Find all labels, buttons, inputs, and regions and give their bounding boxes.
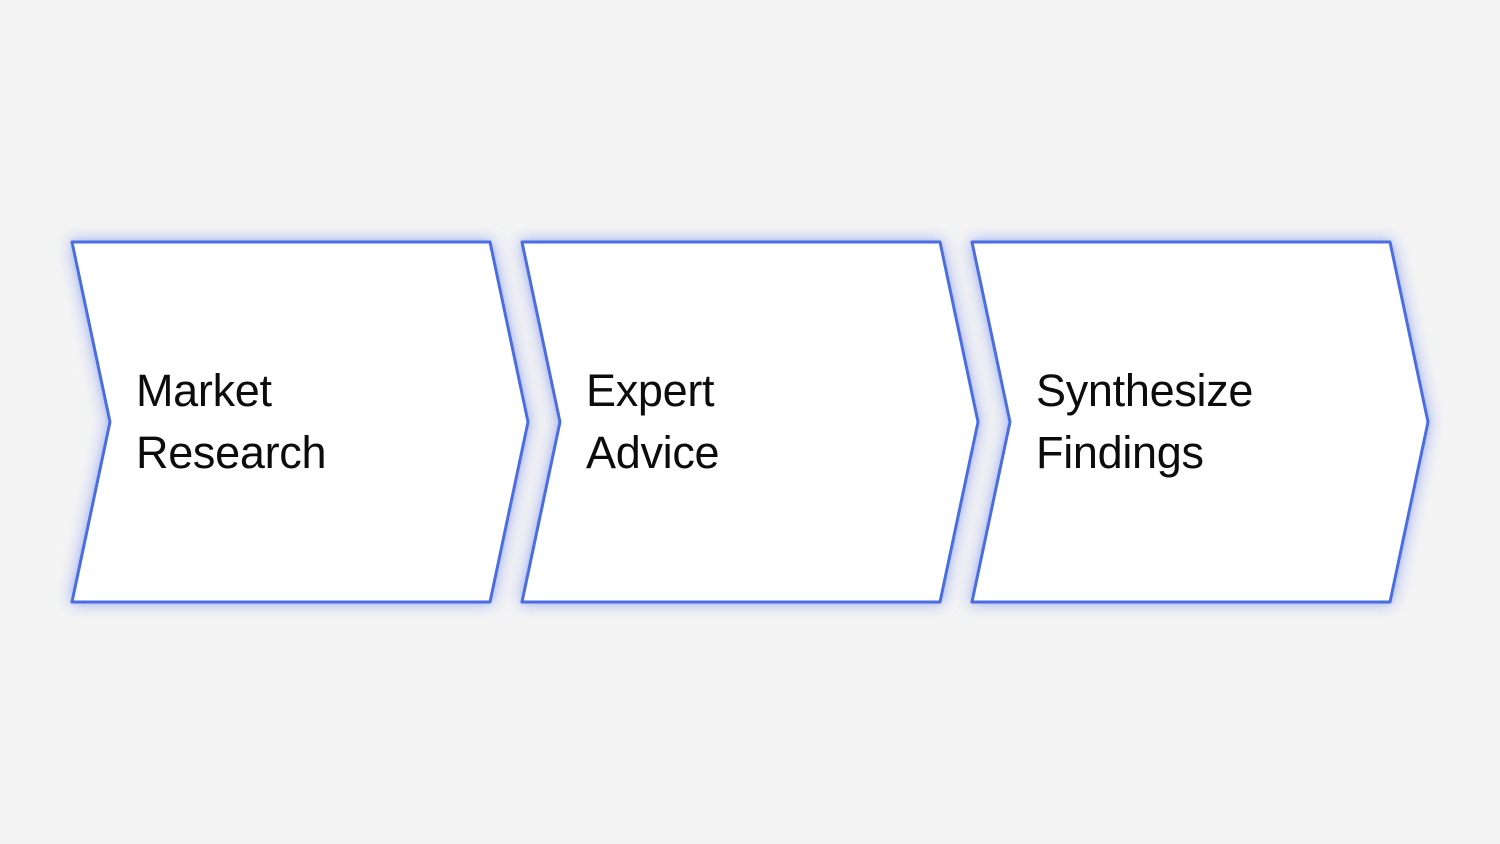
chevron-shape (520, 240, 980, 604)
chevron-shape (970, 240, 1430, 604)
process-step-expert-advice: Expert Advice (520, 240, 980, 604)
step-label-line: Market (136, 365, 272, 416)
step-label-line: Synthesize (1036, 365, 1254, 416)
process-step-synthesize-findings: Synthesize Findings (970, 240, 1430, 604)
step-label-line: Research (136, 427, 327, 478)
step-label: Expert Advice (586, 240, 720, 604)
step-label-line: Expert (586, 365, 715, 416)
step-label-line: Findings (1036, 427, 1204, 478)
step-label-line: Advice (586, 427, 720, 478)
process-step-market-research: Market Research (70, 240, 530, 604)
chevron-shape (70, 240, 530, 604)
step-label: Market Research (136, 240, 327, 604)
step-label: Synthesize Findings (1036, 240, 1253, 604)
